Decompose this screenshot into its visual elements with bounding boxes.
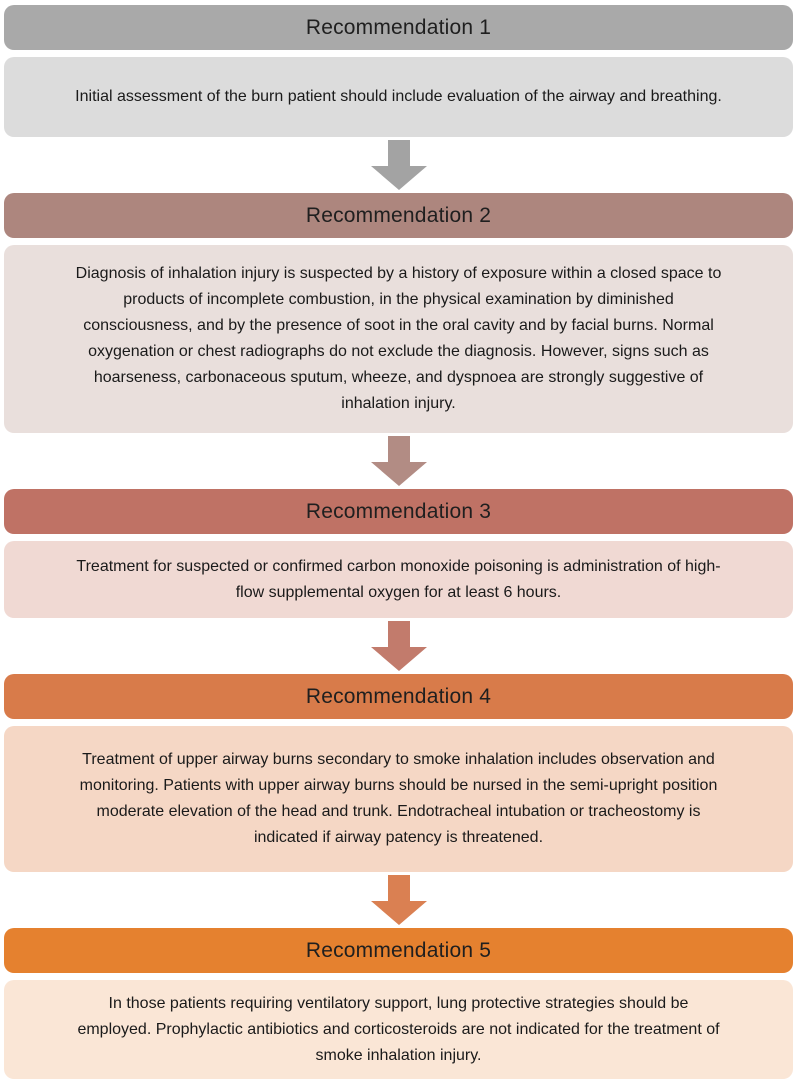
recommendation-5-header-label: Recommendation 5 [305, 939, 492, 962]
recommendation-1-body: Initial assessment of the burn patient s… [4, 57, 793, 137]
recommendation-4-body-text: Treatment of upper airway burns secondar… [79, 751, 718, 846]
recommendation-3-header: Recommendation 3 [4, 489, 793, 534]
recommendation-3-body-text: Treatment for suspected or confirmed car… [76, 557, 721, 601]
recommendation-1-body-text: Initial assessment of the burn patient s… [75, 88, 722, 105]
recommendation-2-header: Recommendation 2 [4, 193, 793, 238]
recommendation-3-header-label: Recommendation 3 [305, 500, 492, 523]
recommendation-2-header-label: Recommendation 2 [305, 204, 492, 227]
recommendation-5-header: Recommendation 5 [4, 928, 793, 973]
recommendation-2-body: Diagnosis of inhalation injury is suspec… [4, 245, 793, 433]
down-arrow-icon [4, 137, 793, 193]
recommendation-4-body: Treatment of upper airway burns secondar… [4, 726, 793, 872]
recommendation-3-section: Recommendation 3 Treatment for suspected… [4, 489, 793, 618]
recommendation-1-section: Recommendation 1 Initial assessment of t… [4, 5, 793, 137]
recommendation-2-body-text: Diagnosis of inhalation injury is suspec… [75, 265, 722, 412]
recommendation-4-header: Recommendation 4 [4, 674, 793, 719]
down-arrow-icon [4, 872, 793, 928]
recommendation-5-body: In those patients requiring ventilatory … [4, 980, 793, 1079]
down-arrow-icon [4, 618, 793, 674]
recommendation-1-header-label: Recommendation 1 [305, 16, 492, 39]
recommendation-5-section: Recommendation 5 In those patients requi… [4, 928, 793, 1079]
recommendation-4-section: Recommendation 4 Treatment of upper airw… [4, 674, 793, 872]
recommendation-5-body-text: In those patients requiring ventilatory … [77, 994, 720, 1064]
recommendation-2-section: Recommendation 2 Diagnosis of inhalation… [4, 193, 793, 433]
recommendation-4-header-label: Recommendation 4 [305, 685, 492, 708]
down-arrow-icon [4, 433, 793, 489]
recommendation-1-header: Recommendation 1 [4, 5, 793, 50]
recommendation-3-body: Treatment for suspected or confirmed car… [4, 541, 793, 618]
